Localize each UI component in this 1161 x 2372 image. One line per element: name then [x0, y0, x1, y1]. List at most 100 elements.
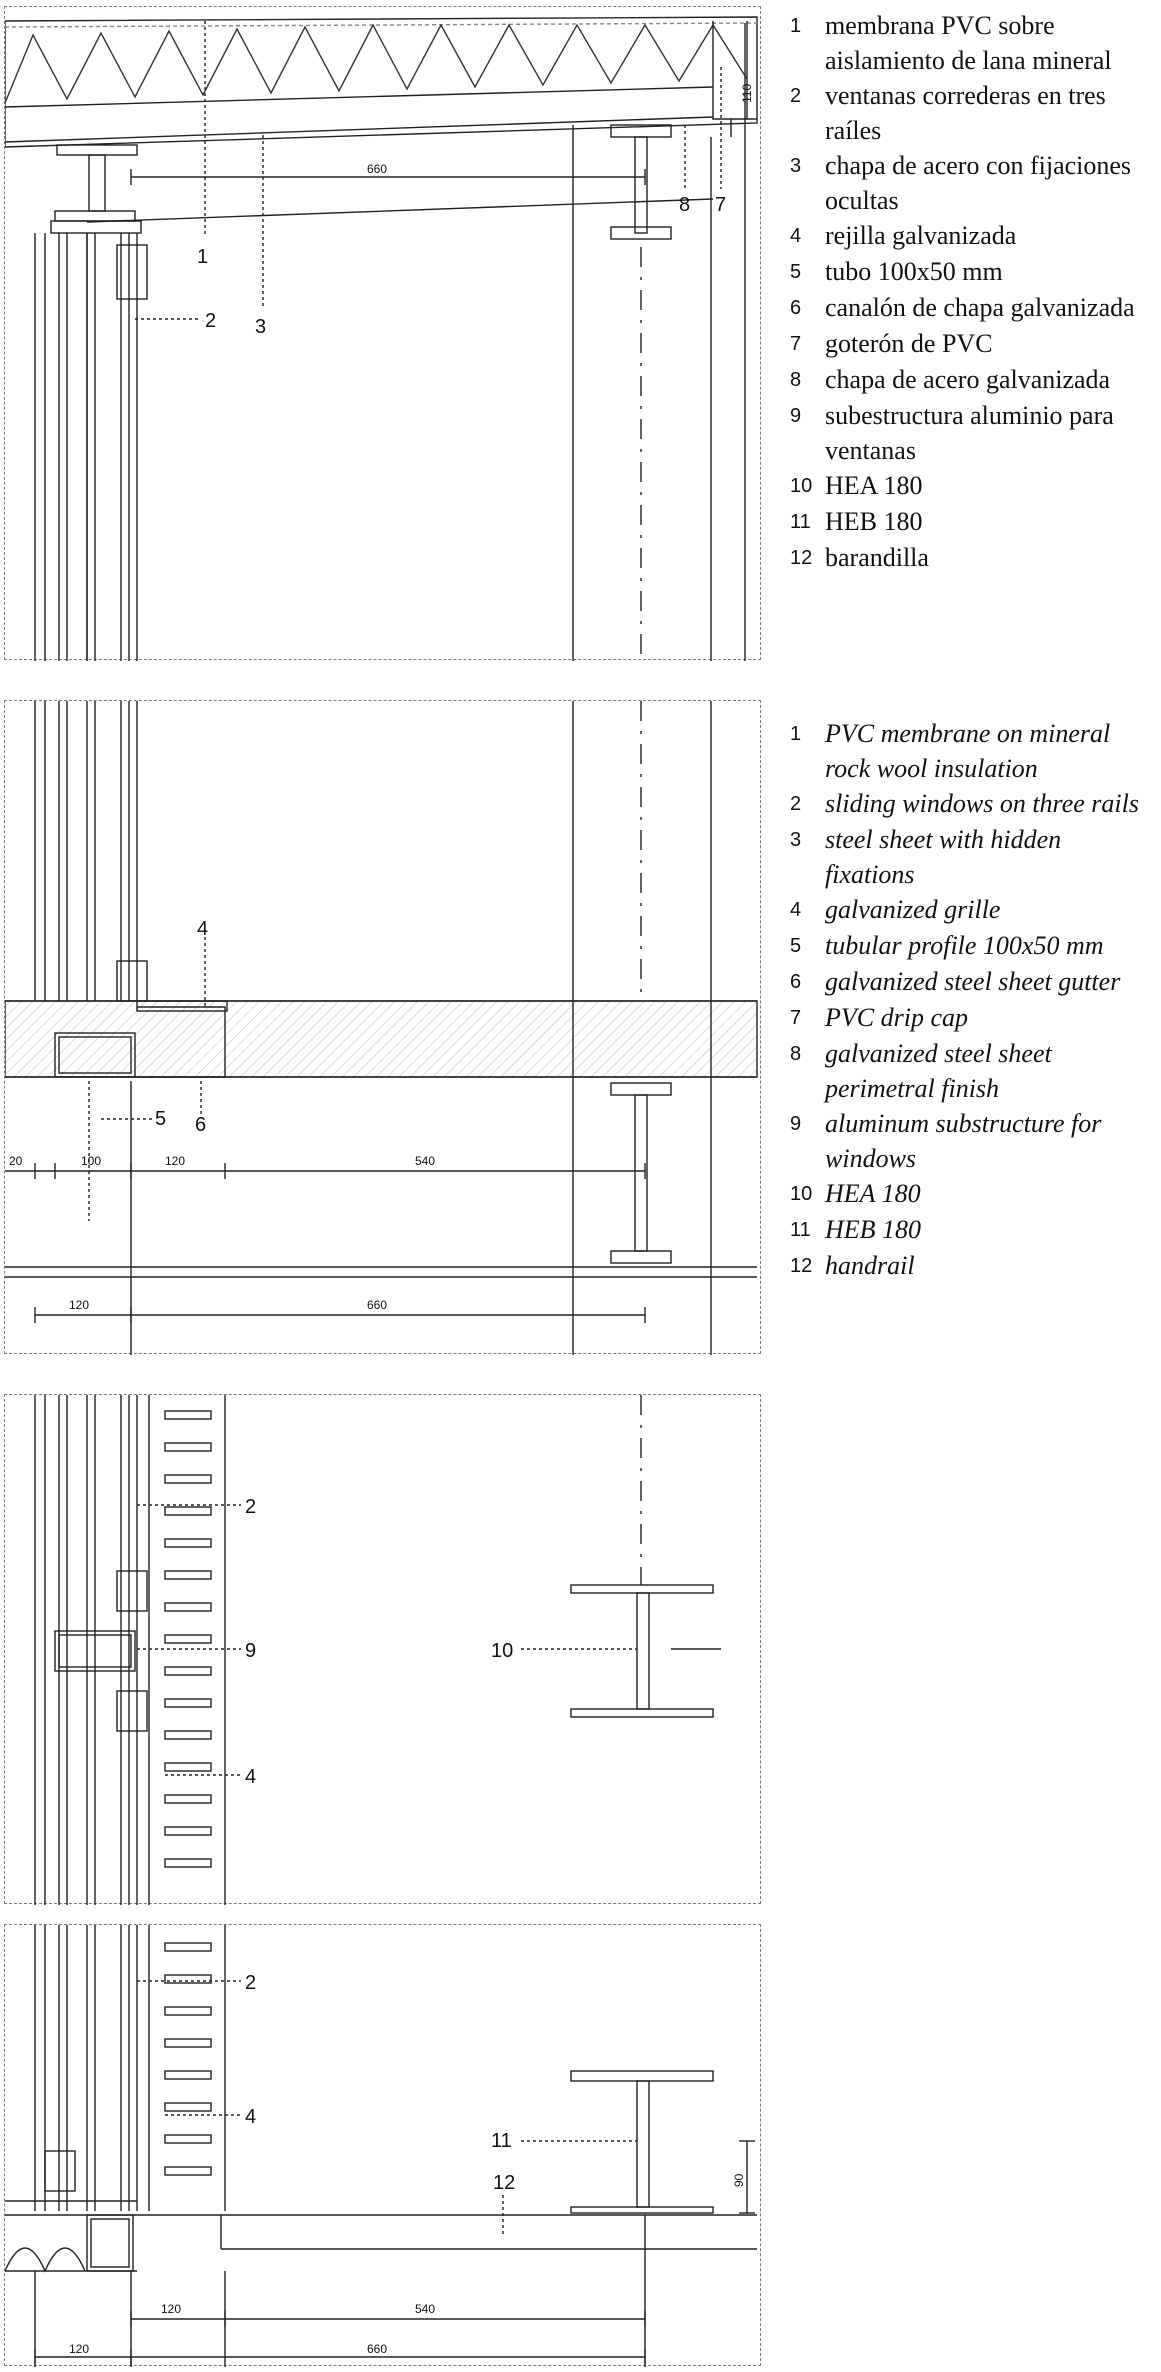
tag-9: 9: [245, 1640, 256, 1662]
legend-number: 3: [790, 829, 802, 851]
legend-text: steel sheet with hidden fixations: [825, 825, 1062, 889]
dim-540: 540: [415, 1154, 435, 1168]
legend-number: 10: [790, 475, 813, 497]
tag-11: 11: [491, 2130, 512, 2152]
tag-4: 4: [245, 2106, 256, 2128]
legend-text: goterón de PVC: [825, 329, 993, 358]
legend-number: 3: [790, 155, 802, 177]
legend-text: HEB 180: [825, 507, 923, 536]
legend-number: 6: [790, 297, 802, 319]
tag-4: 4: [245, 1766, 256, 1788]
detail-panel-roof: 660 110 1 2 3 8 7: [4, 6, 761, 661]
dim-20: 20: [9, 1154, 23, 1168]
legend-item: 11 HEB 180: [780, 504, 1155, 540]
legend-text: PVC drip cap: [825, 1003, 968, 1032]
legend-text: chapa de acero con fijaciones ocultas: [825, 151, 1132, 215]
legend-item: 10 HEA 180: [780, 468, 1155, 504]
legend-number: 9: [790, 1113, 802, 1135]
tag-4: 4: [197, 918, 208, 940]
legend-text: chapa de acero galvanizada: [825, 365, 1111, 394]
legend-text: HEA 180: [825, 471, 923, 500]
legend-number: 7: [790, 333, 802, 355]
legend-text: sliding windows on three rails: [825, 789, 1139, 818]
legend-text: barandilla: [825, 543, 929, 572]
detail-panel-mid: 2 9 10 4: [4, 1394, 761, 1905]
base-detail-drawing: 2 4 11 12 90 120 540 120 660: [5, 1925, 757, 2367]
tag-5: 5: [155, 1108, 166, 1130]
tag-2: 2: [245, 1496, 256, 1518]
legend-number: 2: [790, 85, 802, 107]
legend-item: 5 tubo 100x50 mm: [780, 254, 1155, 290]
roof-detail-drawing: 660 110 1 2 3 8 7: [5, 16, 758, 661]
dim-100: 100: [81, 1154, 101, 1168]
legend-number: 1: [790, 15, 802, 37]
legend-text: galvanized steel sheet gutter: [825, 967, 1121, 996]
legend-number: 4: [790, 899, 802, 921]
legend-number: 5: [790, 935, 802, 957]
legend-text: HEB 180: [825, 1215, 922, 1244]
legend-text: subestructura aluminio para ventanas: [825, 401, 1114, 465]
dim-120-bottom: 120: [69, 1298, 89, 1312]
legend-item: 12 barandilla: [780, 540, 1155, 576]
tag-10: 10: [491, 1640, 513, 1662]
tag-8: 8: [679, 194, 690, 216]
legend-text: HEA 180: [825, 1179, 921, 1208]
legend-number: 1: [790, 723, 802, 745]
legend-number: 11: [790, 511, 811, 533]
tag-12: 12: [493, 2172, 515, 2194]
legend-item: 9 subestructura aluminio para ventanas: [780, 398, 1155, 468]
legend-item: 6 canalón de chapa galvanizada: [780, 290, 1155, 326]
legend-item: 3 steel sheet with hidden fixations: [780, 822, 1155, 892]
legend-text: tubo 100x50 mm: [825, 257, 1003, 286]
tag-2: 2: [205, 310, 216, 332]
legend-item: 11 HEB 180: [780, 1212, 1155, 1248]
legend-item: 4 rejilla galvanizada: [780, 218, 1155, 254]
tag-7: 7: [715, 194, 726, 216]
legend-item: 9 aluminum substructure for windows: [780, 1106, 1155, 1176]
legend-item: 6 galvanized steel sheet gutter: [780, 964, 1155, 1000]
dim-660: 660: [367, 1298, 387, 1312]
dim-540: 540: [415, 2302, 435, 2316]
dim-120-bottom: 120: [69, 2342, 89, 2356]
legend-item: 8 chapa de acero galvanizada: [780, 362, 1155, 398]
legend-item: 8 galvanized steel sheet perimetral finis…: [780, 1036, 1155, 1106]
legend-number: 11: [790, 1219, 811, 1241]
floor-detail-drawing: 4 5 6 20 100 120 540 120 660: [5, 701, 758, 1355]
legend-number: 8: [790, 369, 802, 391]
legend-text: tubular profile 100x50 mm: [825, 931, 1104, 960]
legend-text: galvanized steel sheet perimetral finish: [825, 1039, 1052, 1103]
legend-number: 12: [790, 547, 813, 569]
legend-number: 9: [790, 405, 802, 427]
legend-item: 5 tubular profile 100x50 mm: [780, 928, 1155, 964]
legend-item: 7 goterón de PVC: [780, 326, 1155, 362]
legend-number: 5: [790, 261, 802, 283]
legend-text: ventanas correderas en tres raíles: [825, 81, 1106, 145]
dim-120: 120: [165, 1154, 185, 1168]
dim-660: 660: [367, 162, 387, 176]
dim-90: 90: [732, 2173, 746, 2187]
legend-number: 8: [790, 1043, 802, 1065]
tag-3: 3: [255, 316, 266, 338]
legend-item: 3 chapa de acero con fijaciones ocultas: [780, 148, 1155, 218]
dim-110: 110: [740, 84, 754, 103]
detail-panel-base: 2 4 11 12 90 120 540 120 660: [4, 1924, 761, 2367]
mid-detail-drawing: 2 9 10 4: [34, 1395, 721, 1905]
legend-item: 7 PVC drip cap: [780, 1000, 1155, 1036]
detail-panel-floor: 4 5 6 20 100 120 540 120 660: [4, 700, 761, 1355]
dim-120: 120: [161, 2302, 181, 2316]
legend-number: 4: [790, 225, 802, 247]
legend-number: 6: [790, 971, 802, 993]
legend-number: 12: [790, 1255, 813, 1277]
legend-text: canalón de chapa galvanizada: [825, 293, 1135, 322]
legend-number: 7: [790, 1007, 802, 1029]
legend-text: rejilla galvanizada: [825, 221, 1017, 250]
legend-text: aluminum substructure for windows: [825, 1109, 1102, 1173]
tag-6: 6: [195, 1114, 206, 1136]
